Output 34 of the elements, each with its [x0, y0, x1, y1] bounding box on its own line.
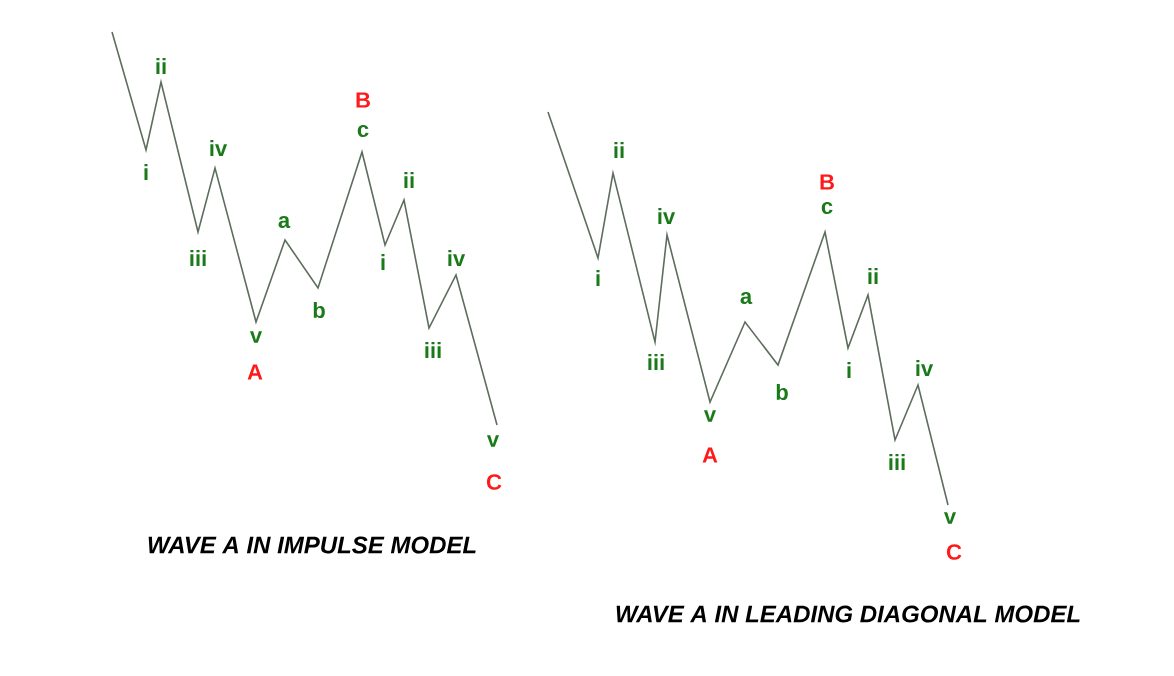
wave-label: b — [313, 301, 325, 319]
wave-label: iii — [648, 354, 664, 370]
wave-label: iv — [916, 360, 934, 376]
wave-label: v — [943, 512, 957, 524]
wave-label: ii — [404, 172, 414, 188]
wave-label: iv — [210, 140, 228, 156]
wave-label: ii — [868, 268, 878, 284]
wave-label: c — [821, 201, 833, 215]
wave-label: c — [357, 124, 369, 138]
wave-label: C — [487, 474, 502, 490]
wave-label: iii — [889, 454, 905, 470]
wave-label: v — [703, 410, 717, 422]
wave-label: ii — [614, 142, 624, 158]
wave-label: A — [247, 364, 263, 380]
model-title: WAVE A IN LEADING DIAGONAL MODEL — [616, 605, 1080, 623]
model-title: WAVE A IN IMPULSE MODEL — [148, 536, 476, 554]
wave-label: a — [278, 215, 291, 229]
wave-label: b — [776, 383, 788, 401]
wave-label: ii — [156, 58, 166, 74]
wave-label: iv — [448, 250, 466, 266]
wave-label: i — [847, 362, 851, 378]
wave-label: iv — [658, 208, 676, 224]
wave-label: v — [249, 331, 263, 343]
wave-label: a — [740, 291, 753, 305]
wave-label: C — [946, 544, 962, 560]
wave-label: iii — [425, 342, 441, 358]
wave-label: B — [356, 92, 370, 108]
wave-label: iii — [190, 250, 206, 266]
wave-label: i — [596, 270, 600, 286]
wave-label: A — [702, 447, 718, 463]
wave-label: v — [486, 435, 500, 447]
wave-label: i — [381, 254, 385, 270]
wave-label: B — [820, 174, 834, 190]
wave-label: i — [144, 164, 148, 180]
